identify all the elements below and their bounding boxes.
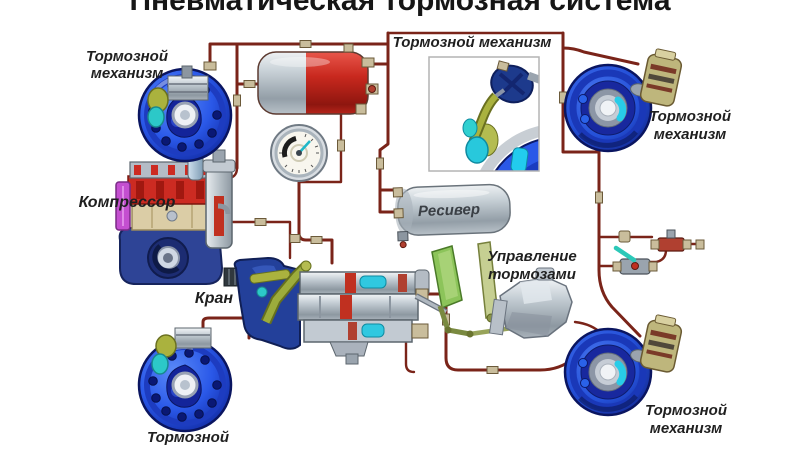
brake-drum-bottom-right [563, 327, 653, 417]
inset-detail-drawing [462, 60, 539, 171]
gauge-black-arc [281, 135, 297, 158]
inset-detail-box [428, 56, 540, 172]
pipe-right-loop [561, 31, 642, 338]
label-compressor: Компрессор [79, 194, 176, 211]
label-crane: Кран [195, 290, 234, 307]
wheel-cylinder-cyan [614, 96, 627, 122]
diagram-labels: Пневматическая тормозная система Тормозн… [79, 0, 731, 450]
pipe-to-receiver [378, 31, 399, 214]
label-brake-inset: Тормозной механизм [393, 34, 552, 51]
brake-chamber-top-right [630, 48, 683, 107]
air-dryer-tank [257, 43, 379, 115]
label-brake-top-left-2: механизм [91, 65, 164, 82]
label-brake-bottom-right-1: Тормозной [645, 402, 727, 419]
label-brake-control-2: тормозами [488, 266, 576, 283]
crane-olive-lever [262, 263, 309, 324]
brake-chamber-bottom-left [151, 327, 212, 375]
pipe-gauge-down [297, 179, 334, 265]
brake-drum-top-right [563, 63, 653, 153]
label-brake-top-right-1: Тормозной [649, 108, 731, 125]
label-brake-top-right-2: механизм [654, 126, 727, 143]
shutoff-valve-lower [612, 245, 658, 275]
pipe-shutoff-link [648, 248, 668, 264]
brake-control-valve [488, 267, 573, 339]
shutoff-valve-upper [650, 229, 705, 252]
pressure-gauge [270, 124, 328, 182]
receiver-drain-valve [397, 230, 409, 242]
brake-chamber-top-left [147, 61, 217, 128]
label-brake-bottom-left-2: механизм [152, 447, 225, 450]
brake-chamber-bottom-right [630, 314, 683, 373]
wheel-cylinder-cyan [614, 360, 627, 386]
pipe-topright-chamber [561, 46, 640, 66]
receiver-label: Ресивер [418, 201, 481, 220]
compressor-illustration [115, 145, 236, 285]
label-brake-bottom-right-2: механизм [650, 420, 723, 437]
drum-holes [148, 348, 222, 422]
label-brake-bottom-left-1: Тормозной [147, 429, 229, 446]
brake-valve-crane [223, 256, 430, 365]
valve-teal-handle [613, 245, 637, 263]
brake-pedal-assembly [414, 241, 513, 338]
pressure-governor [202, 149, 236, 249]
gauge-ticks [279, 133, 319, 173]
label-brake-top-left-1: Тормозной [86, 48, 168, 65]
pipe-governor-to-valve [231, 220, 292, 260]
brake-drum-bottom-left [137, 337, 233, 433]
dryer-fittings [343, 43, 379, 115]
label-brake-control-1: Управление [487, 248, 577, 265]
receiver-tank: Ресивер [392, 183, 511, 249]
page-title: Пневматическая тормозная система [129, 0, 670, 17]
